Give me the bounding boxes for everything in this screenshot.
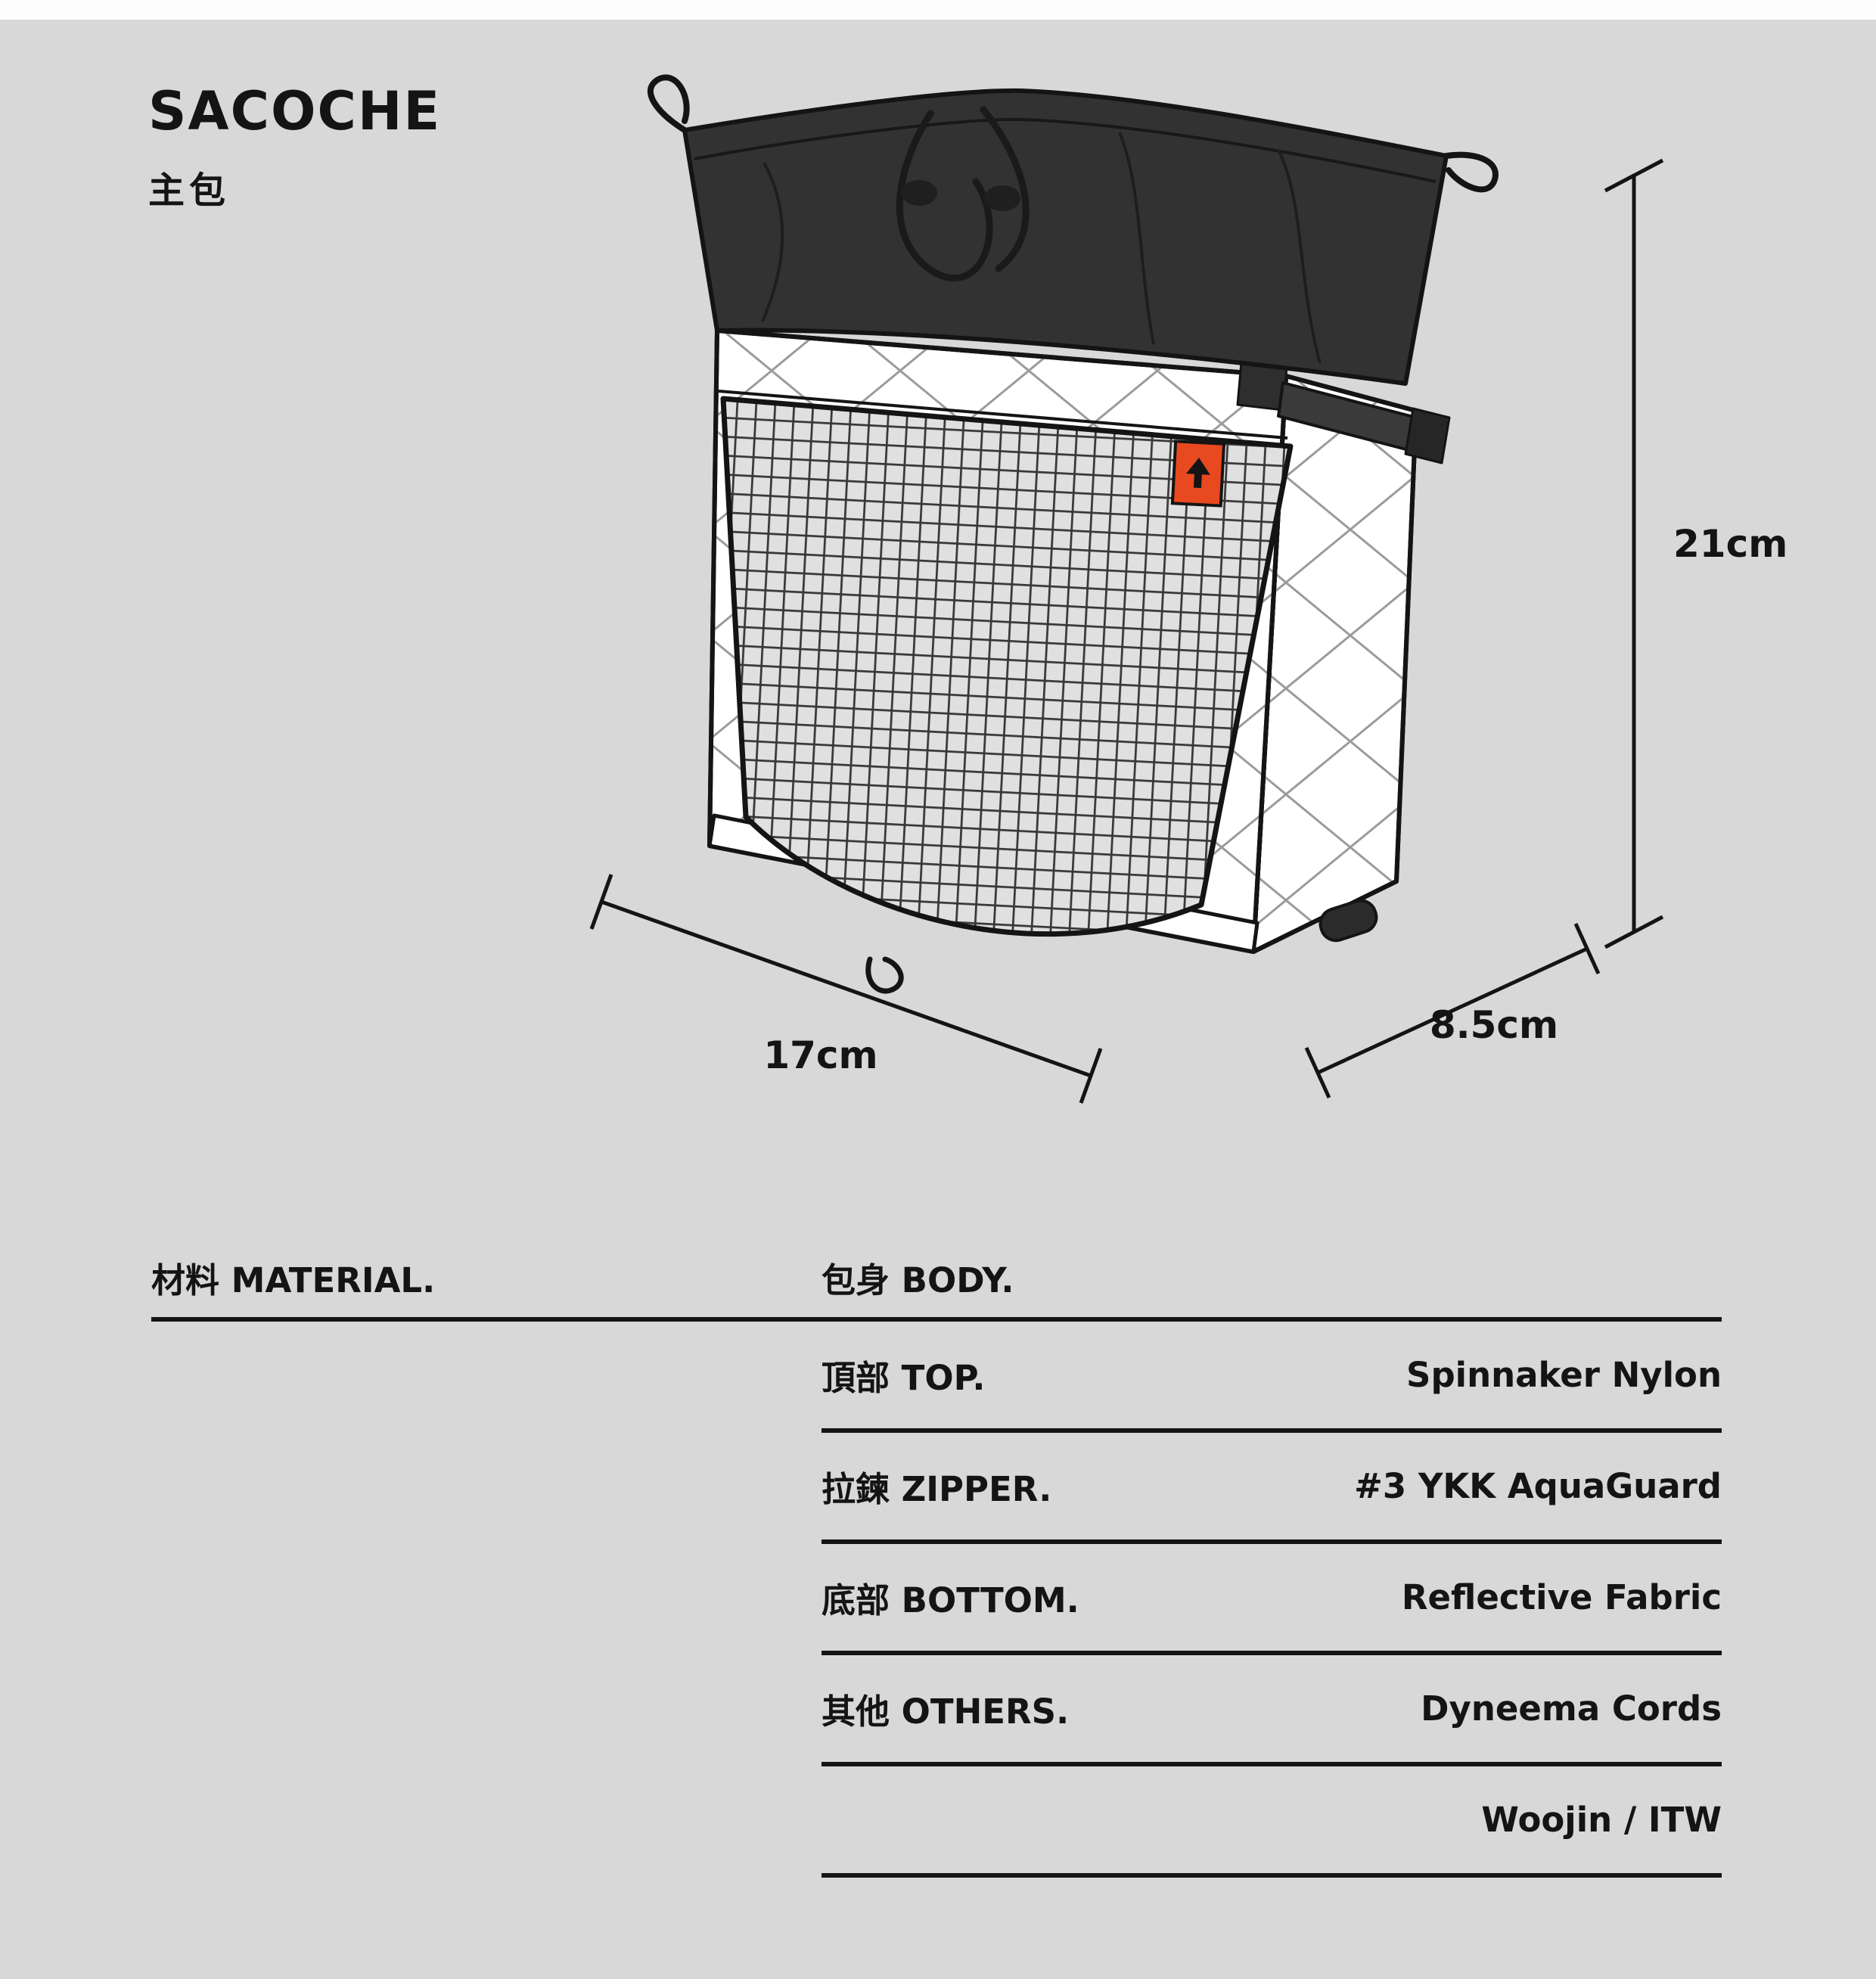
spec-label: 頂部 TOP. bbox=[822, 1358, 986, 1398]
cord-loops bbox=[647, 74, 1499, 994]
depth-dimension-label: 8.5cm bbox=[1430, 1003, 1558, 1047]
height-dimension-label: 21cm bbox=[1673, 522, 1787, 566]
material-header: 材料 MATERIAL. bbox=[151, 1260, 436, 1300]
page-header: SACOCHE 主包 bbox=[148, 85, 441, 213]
brand-tag bbox=[1170, 440, 1226, 508]
buckle-icon bbox=[1404, 407, 1451, 464]
spec-value: #3 YKK AquaGuard bbox=[1354, 1466, 1722, 1506]
page-subtitle: 主包 bbox=[148, 169, 231, 212]
width-dimension-line bbox=[589, 874, 1103, 1104]
bottom-foot bbox=[1318, 899, 1378, 943]
bag-top-collar bbox=[682, 88, 1449, 386]
spec-value: Dyneema Cords bbox=[1421, 1689, 1722, 1729]
bag-side-panel bbox=[1251, 374, 1418, 954]
spec-row-top: 頂部 TOP. Spinnaker Nylon bbox=[822, 1322, 1722, 1433]
spec-rows: 頂部 TOP. Spinnaker Nylon 拉鍊 ZIPPER. #3 YK… bbox=[822, 1322, 1722, 1878]
drawstring-cords bbox=[896, 106, 1030, 281]
spec-row-bottom: 底部 BOTTOM. Reflective Fabric bbox=[822, 1544, 1722, 1655]
cord-toggle bbox=[901, 180, 937, 206]
height-dimension-line bbox=[1604, 158, 1664, 949]
spec-table: 材料 MATERIAL. 包身 BODY. 頂部 TOP. Spinnaker … bbox=[151, 1245, 1722, 1878]
bag-illustration: 21cm 17cm 8.5cm bbox=[589, 74, 1787, 1104]
body-header: 包身 BODY. bbox=[822, 1260, 1014, 1300]
spec-label: 底部 BOTTOM. bbox=[822, 1580, 1079, 1620]
spec-value: Spinnaker Nylon bbox=[1406, 1355, 1722, 1395]
spec-row-hardware: Woojin / ITW bbox=[822, 1766, 1722, 1878]
spec-value: Reflective Fabric bbox=[1401, 1577, 1722, 1617]
depth-dimension-line bbox=[1304, 922, 1601, 1099]
cord-toggle bbox=[984, 185, 1020, 211]
spec-row-others: 其他 OTHERS. Dyneema Cords bbox=[822, 1655, 1722, 1766]
spec-label: 拉鍊 ZIPPER. bbox=[822, 1469, 1052, 1509]
width-dimension-label: 17cm bbox=[763, 1033, 877, 1077]
spec-table-header: 材料 MATERIAL. 包身 BODY. bbox=[151, 1245, 1722, 1322]
mesh-pocket bbox=[718, 390, 1294, 937]
spec-label: 其他 OTHERS. bbox=[822, 1692, 1070, 1732]
top-white-strip bbox=[0, 0, 1876, 20]
page-title: SACOCHE bbox=[148, 80, 442, 142]
spec-value: Woojin / ITW bbox=[1481, 1800, 1722, 1840]
spec-row-zipper: 拉鍊 ZIPPER. #3 YKK AquaGuard bbox=[822, 1433, 1722, 1544]
bird-logo-icon bbox=[1185, 457, 1210, 489]
